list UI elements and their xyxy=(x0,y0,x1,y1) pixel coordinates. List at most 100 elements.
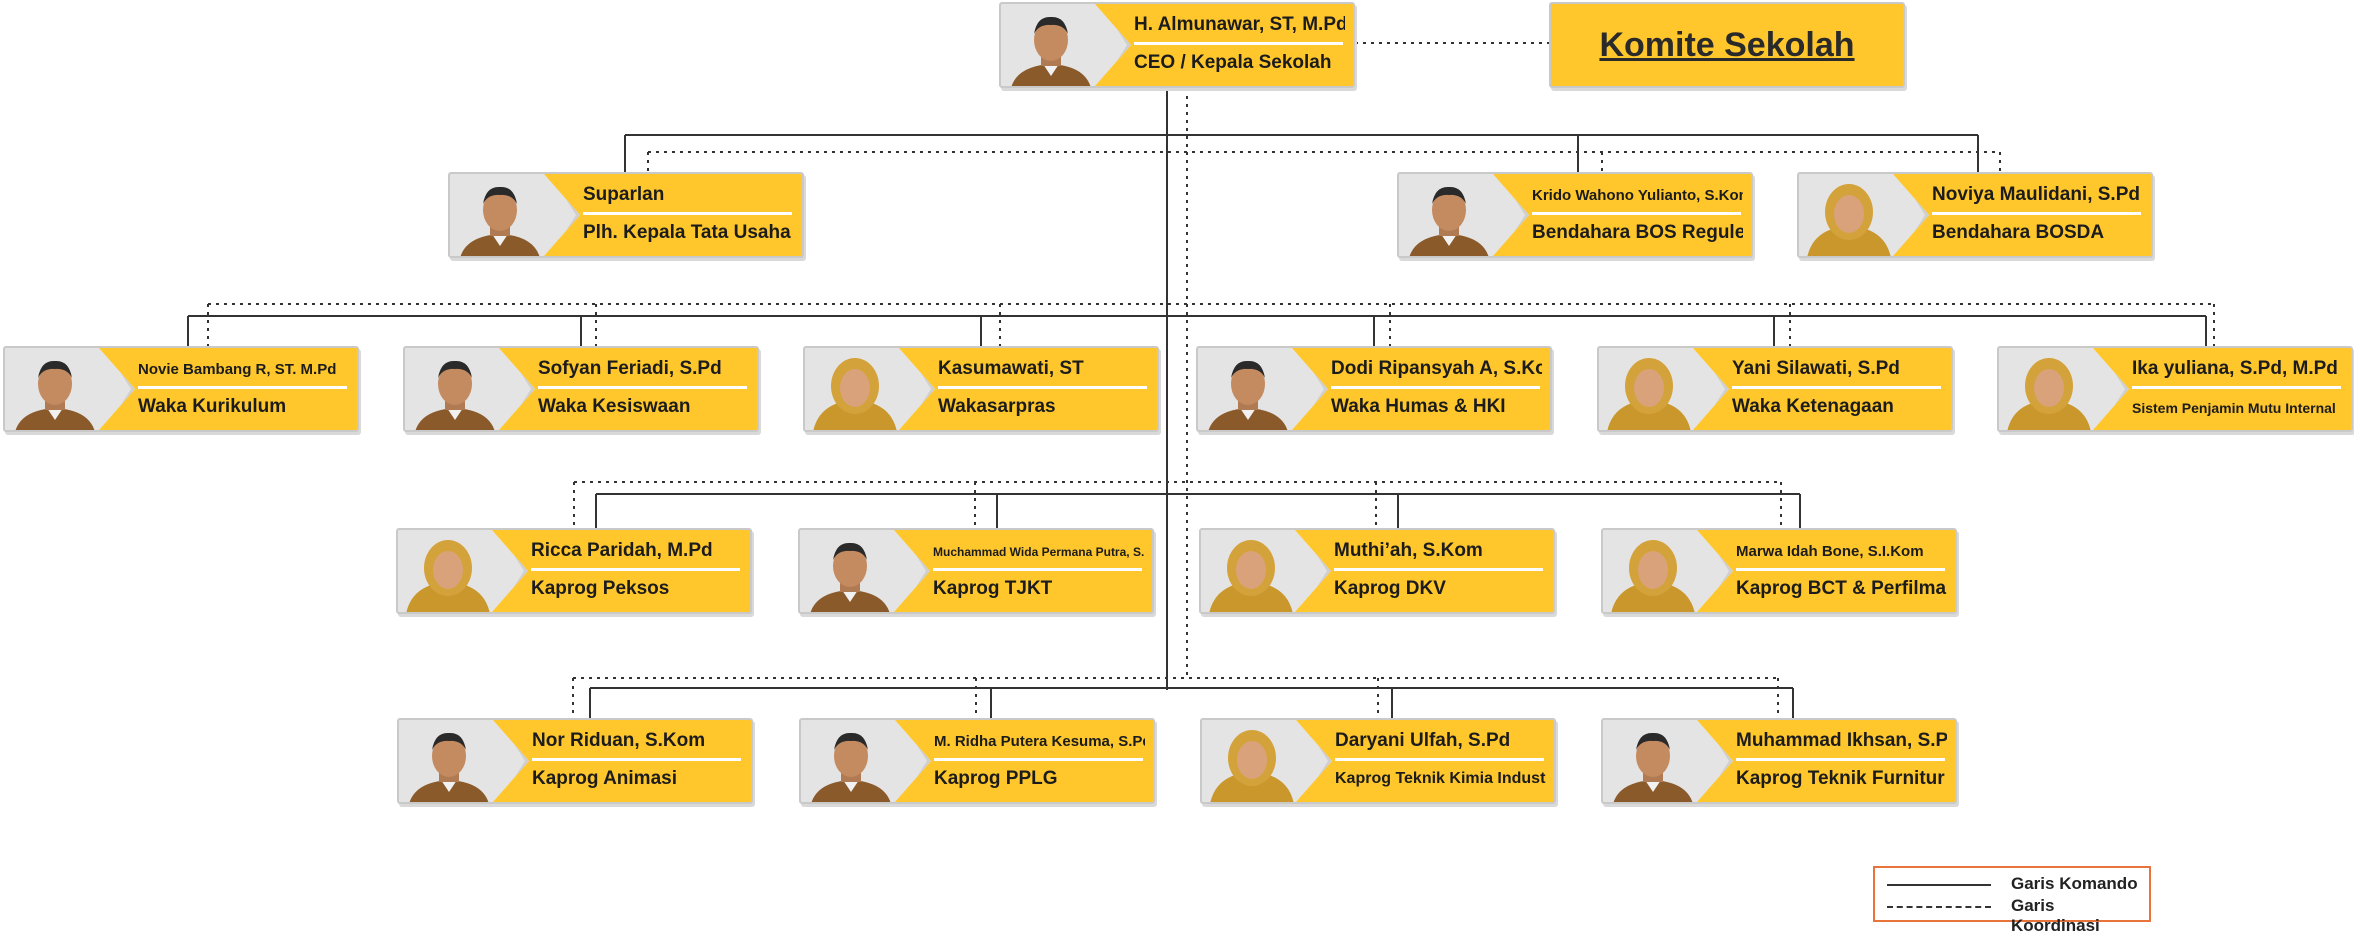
card-level1-1[interactable]: Krido Wahono Yulianto, S.Kom Bendahara B… xyxy=(1397,172,1753,258)
divider xyxy=(1736,758,1945,761)
card-level4-1[interactable]: M. Ridha Putera Kesuma, S.Pd Kaprog PPLG xyxy=(799,718,1155,804)
photo-frame xyxy=(1603,530,1733,612)
photo-frame xyxy=(405,348,535,430)
person-name: Suparlan xyxy=(583,184,665,205)
legend-coordination-row: Garis Koordinasi xyxy=(1883,896,2143,935)
divider xyxy=(1335,758,1544,761)
person-role: CEO / Kepala Sekolah xyxy=(1134,52,1332,73)
person-role: Waka Ketenagaan xyxy=(1732,396,1894,417)
divider xyxy=(1532,212,1741,215)
person-name: Muhammad Ikhsan, S.Pd xyxy=(1736,730,1947,751)
komite-label: Komite Sekolah xyxy=(1599,25,1855,64)
divider xyxy=(531,568,740,571)
divider xyxy=(934,758,1143,761)
portrait-photo xyxy=(406,540,490,612)
photo-frame xyxy=(805,348,935,430)
person-name: Kasumawati, ST xyxy=(938,358,1084,379)
person-role: Kaprog TJKT xyxy=(933,578,1053,599)
photo-frame xyxy=(1198,348,1328,430)
person-name: Dodi Ripansyah A, S.Kom xyxy=(1331,358,1542,379)
divider xyxy=(1732,386,1941,389)
person-name: Ricca Paridah, M.Pd xyxy=(531,540,713,561)
divider xyxy=(1736,568,1945,571)
solid-line-sample xyxy=(1887,884,1991,886)
card-level2-5[interactable]: Ika yuliana, S.Pd, M.Pd Sistem Penjamin … xyxy=(1997,346,2353,432)
portrait-photo xyxy=(810,542,890,612)
portrait-photo xyxy=(1210,730,1294,802)
legend-command-row: Garis Komando xyxy=(1883,874,2143,896)
card-level4-3[interactable]: Muhammad Ikhsan, S.Pd Kaprog Teknik Furn… xyxy=(1601,718,1957,804)
portrait-photo xyxy=(1807,184,1891,256)
person-name: Daryani Ulfah, S.Pd xyxy=(1335,730,1511,751)
photo-frame xyxy=(1799,174,1929,256)
photo-frame xyxy=(801,720,931,802)
divider xyxy=(583,212,792,215)
person-role: Waka Kesiswaan xyxy=(538,396,691,417)
person-name: Muchammad Wida Permana Putra, S.Kom xyxy=(933,545,1144,559)
komite-sekolah-box[interactable]: Komite Sekolah xyxy=(1549,2,1905,88)
person-name: Nor Riduan, S.Kom xyxy=(532,730,706,751)
portrait-photo xyxy=(811,732,891,802)
divider xyxy=(1932,212,2141,215)
card-level2-0[interactable]: Novie Bambang R, ST. M.Pd Waka Kurikulum xyxy=(3,346,359,432)
divider xyxy=(933,568,1142,571)
divider xyxy=(938,386,1147,389)
divider xyxy=(1334,568,1543,571)
photo-frame xyxy=(5,348,135,430)
card-head[interactable]: H. Almunawar, ST, M.Pd CEO / Kepala Seko… xyxy=(999,2,1355,88)
portrait-photo xyxy=(460,186,540,256)
person-role: Kaprog Teknik Kimia Industri xyxy=(1335,770,1546,787)
card-level2-3[interactable]: Dodi Ripansyah A, S.Kom Waka Humas & HKI xyxy=(1196,346,1552,432)
portrait-photo xyxy=(1607,358,1691,430)
card-level1-2[interactable]: Noviya Maulidani, S.Pd Bendahara BOSDA xyxy=(1797,172,2153,258)
person-name: Krido Wahono Yulianto, S.Kom xyxy=(1532,187,1743,204)
legend-command-label: Garis Komando xyxy=(2011,874,2138,893)
person-role: Waka Kurikulum xyxy=(138,396,287,417)
person-name: Marwa Idah Bone, S.I.Kom xyxy=(1736,543,1924,560)
portrait-photo xyxy=(813,358,897,430)
card-level3-0[interactable]: Ricca Paridah, M.Pd Kaprog Peksos xyxy=(396,528,752,614)
person-role: Kaprog Animasi xyxy=(532,768,677,789)
person-role: Kaprog DKV xyxy=(1334,578,1446,599)
photo-frame xyxy=(450,174,580,256)
person-name: Noviya Maulidani, S.Pd xyxy=(1932,184,2140,205)
portrait-photo xyxy=(2007,358,2091,430)
divider xyxy=(138,386,347,389)
person-role: Kaprog BCT & Perfilman xyxy=(1736,578,1947,599)
portrait-photo xyxy=(1011,16,1091,86)
portrait-photo xyxy=(15,360,95,430)
photo-frame xyxy=(398,530,528,612)
card-level4-0[interactable]: Nor Riduan, S.Kom Kaprog Animasi xyxy=(397,718,753,804)
person-name: Muthi’ah, S.Kom xyxy=(1334,540,1483,561)
person-name: Novie Bambang R, ST. M.Pd xyxy=(138,361,337,378)
card-level2-1[interactable]: Sofyan Feriadi, S.Pd Waka Kesiswaan xyxy=(403,346,759,432)
divider xyxy=(538,386,747,389)
card-level3-3[interactable]: Marwa Idah Bone, S.I.Kom Kaprog BCT & Pe… xyxy=(1601,528,1957,614)
person-role: Bendahara BOSDA xyxy=(1932,222,2105,243)
portrait-photo xyxy=(1611,540,1695,612)
photo-frame xyxy=(1999,348,2129,430)
portrait-photo xyxy=(409,732,489,802)
card-level2-2[interactable]: Kasumawati, ST Wakasarpras xyxy=(803,346,1159,432)
card-level1-0[interactable]: Suparlan Plh. Kepala Tata Usaha xyxy=(448,172,804,258)
person-name: Sofyan Feriadi, S.Pd xyxy=(538,358,722,379)
photo-frame xyxy=(800,530,930,612)
portrait-photo xyxy=(1409,186,1489,256)
card-level2-4[interactable]: Yani Silawati, S.Pd Waka Ketenagaan xyxy=(1597,346,1953,432)
card-level4-2[interactable]: Daryani Ulfah, S.Pd Kaprog Teknik Kimia … xyxy=(1200,718,1556,804)
photo-frame xyxy=(1599,348,1729,430)
person-role: Wakasarpras xyxy=(938,396,1056,417)
divider xyxy=(1331,386,1540,389)
photo-frame xyxy=(1603,720,1733,802)
person-role: Sistem Penjamin Mutu Internal xyxy=(2132,400,2336,416)
person-name: M. Ridha Putera Kesuma, S.Pd xyxy=(934,733,1145,750)
divider xyxy=(532,758,741,761)
card-level3-1[interactable]: Muchammad Wida Permana Putra, S.Kom Kapr… xyxy=(798,528,1154,614)
portrait-photo xyxy=(1613,732,1693,802)
person-name: Yani Silawati, S.Pd xyxy=(1732,358,1900,379)
person-role: Waka Humas & HKI xyxy=(1331,396,1506,417)
photo-frame xyxy=(1399,174,1529,256)
portrait-photo xyxy=(415,360,495,430)
card-level3-2[interactable]: Muthi’ah, S.Kom Kaprog DKV xyxy=(1199,528,1555,614)
person-role: Kaprog PPLG xyxy=(934,768,1058,789)
